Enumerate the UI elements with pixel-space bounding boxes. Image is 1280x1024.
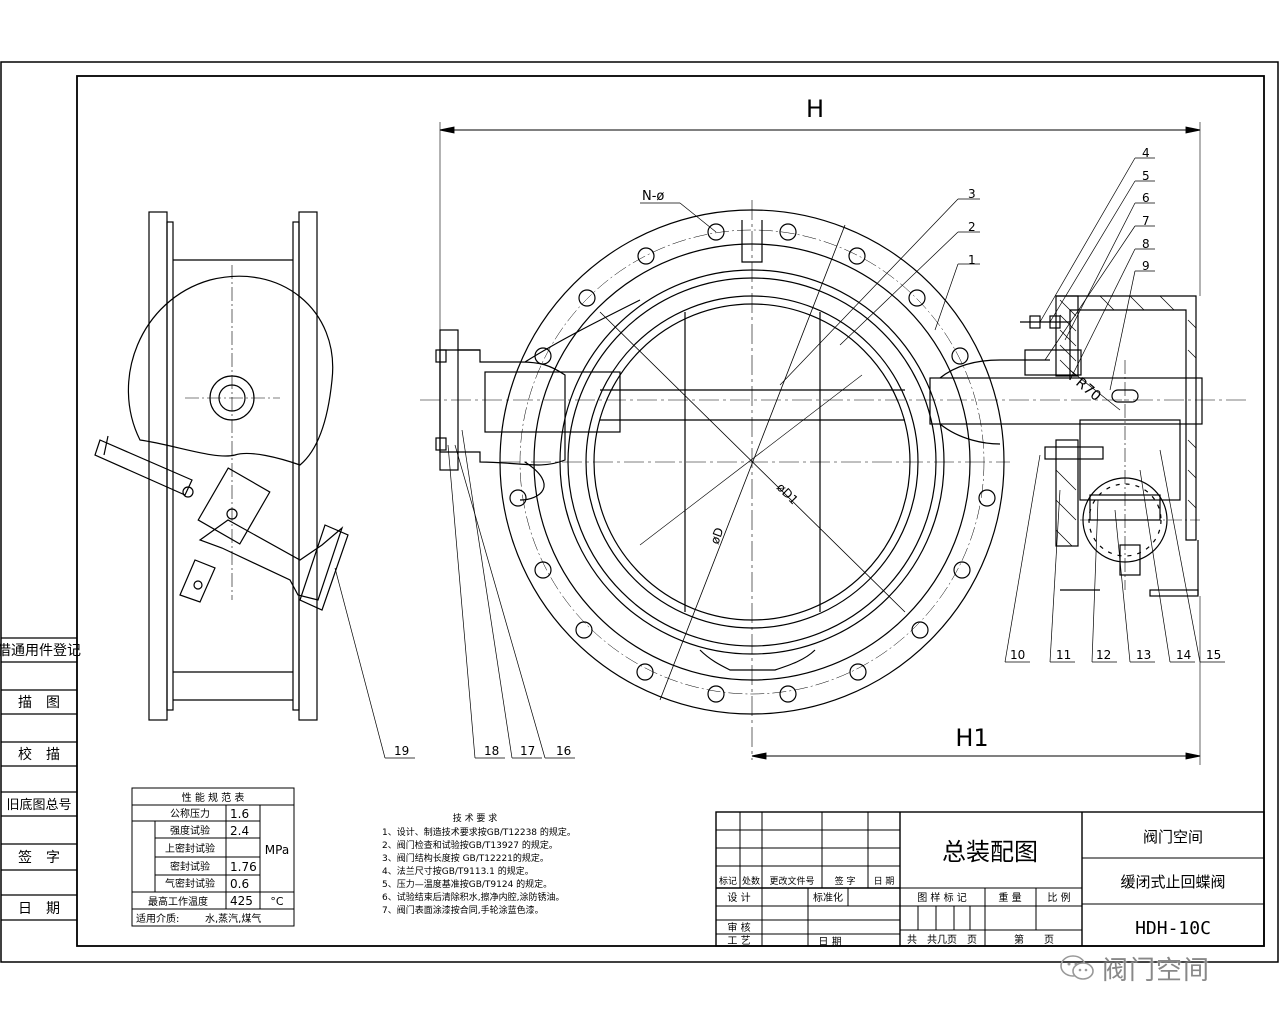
part-number-12: 12 <box>1096 648 1111 662</box>
company-name: 阀门空间 <box>1143 828 1203 846</box>
label-signature: 签 字 <box>18 849 60 866</box>
tech-req-item: 3、阀门结构长度按 GB/T12221的规定。 <box>382 852 549 864</box>
label-trace-check: 校 描 <box>18 746 60 763</box>
label-review: 审 核 <box>727 921 750 934</box>
rev-header-doc: 更改文件号 <box>769 875 814 887</box>
watermark-text: 阀门空间 <box>1102 955 1211 986</box>
perf-row-name: 强度试验 <box>170 824 210 837</box>
model-number: HDH-10C <box>1135 918 1211 939</box>
perf-temp-unit: °C <box>270 895 284 908</box>
bolt-holes <box>509 223 996 703</box>
perf-medium-value: 水,蒸汽,煤气 <box>205 912 261 925</box>
wechat-icon <box>1060 955 1094 980</box>
part-number-15: 15 <box>1206 648 1221 662</box>
label-borrowed-parts: 借通用件登记 <box>0 643 81 659</box>
part-number-6: 6 <box>1142 191 1150 205</box>
outer-border <box>0 61 1279 963</box>
perf-row-value: 1.6 <box>230 807 249 821</box>
part-number-7: 7 <box>1142 214 1150 228</box>
perf-row-name: 公称压力 <box>170 807 210 820</box>
side-view <box>94 211 349 721</box>
perf-row-value: 2.4 <box>230 824 249 838</box>
part-number-1: 1 <box>968 253 976 267</box>
perf-row-name: 密封试验 <box>170 860 210 873</box>
rev-header-mark: 标记 <box>719 875 737 887</box>
tech-req-item: 5、压力—温度基准按GB/T9124 的规定。 <box>382 878 552 890</box>
label-sheet-no: 第 页 <box>1014 933 1054 946</box>
label-standardize: 标准化 <box>813 891 843 904</box>
perf-temp-value: 425 <box>230 894 253 908</box>
part-number-13: 13 <box>1136 648 1151 662</box>
label-old-drawing-no: 旧底图总号 <box>6 797 71 813</box>
dim-hole-spec: N-ø <box>642 189 664 204</box>
label-date: 日 期 <box>18 901 60 917</box>
label-process: 工 艺 <box>727 935 750 947</box>
perf-unit: MPa <box>265 843 289 857</box>
perf-table-title: 性 能 规 范 表 <box>182 791 245 804</box>
tech-req-item: 7、阀门表面涂漆按合同,手轮涂蓝色漆。 <box>382 904 544 916</box>
front-view <box>420 200 1250 760</box>
dimensions <box>439 122 1201 765</box>
part-number-labels: 1 2 3 4 5 6 7 8 9 10 11 12 13 14 15 16 1… <box>394 146 1221 758</box>
part-number-16: 16 <box>556 744 571 758</box>
part-number-17: 17 <box>520 744 535 758</box>
label-date-tb: 日 期 <box>818 936 841 948</box>
dim-dia-outer: øD <box>708 526 727 546</box>
part-number-8: 8 <box>1142 237 1150 251</box>
label-design: 设 计 <box>727 891 750 904</box>
perf-row-value: 0.6 <box>230 877 249 891</box>
part-number-11: 11 <box>1056 648 1071 662</box>
rev-header-date: 日 期 <box>874 876 895 887</box>
label-scale: 比 例 <box>1047 891 1070 904</box>
dim-h-label: H <box>806 95 824 123</box>
tech-requirements: 技 术 要 求 1、设计、制造技术要求按GB/T12238 的规定。 2、阀门检… <box>382 812 576 916</box>
rev-header-count: 处数 <box>742 875 760 887</box>
part-number-14: 14 <box>1176 648 1191 662</box>
part-number-19: 19 <box>394 744 409 758</box>
tech-req-item: 6、试验结束后清除积水,擦净内腔,涂防锈油。 <box>382 891 564 903</box>
perf-medium-label: 适用介质: <box>136 913 179 925</box>
dim-h1-label: H1 <box>955 724 988 752</box>
dim-dia-inner: øD1 <box>774 480 801 507</box>
actuator-section <box>1020 295 1200 597</box>
part-number-5: 5 <box>1142 169 1150 183</box>
left-column <box>1 637 77 921</box>
tech-req-item: 2、阀门检查和试验按GB/T13927 的规定。 <box>382 839 558 851</box>
perf-row-name: 气密封试验 <box>165 877 215 890</box>
tech-req-title: 技 术 要 求 <box>453 812 498 824</box>
tech-req-item: 4、法兰尺寸按GB/T9113.1 的规定。 <box>382 865 534 877</box>
leader-lines <box>334 157 1225 759</box>
part-number-4: 4 <box>1142 146 1150 160</box>
title-block: 总装配图 阀门空间 缓闭式止回蝶阀 HDH-10C 标记 处数 更改文件号 签 … <box>719 828 1226 948</box>
part-number-2: 2 <box>968 220 976 234</box>
performance-table: 性 能 规 范 表 公称压力 1.6 强度试验 2.4 上密封试验 密封试验 1… <box>136 791 289 925</box>
inner-border <box>76 75 1265 947</box>
label-tracing: 描 图 <box>18 695 60 711</box>
perf-row-name: 上密封试验 <box>165 842 215 855</box>
part-number-18: 18 <box>484 744 499 758</box>
part-number-3: 3 <box>968 187 976 201</box>
perf-row-value: 1.76 <box>230 860 257 874</box>
product-name: 缓闭式止回蝶阀 <box>1120 873 1225 891</box>
drawing-title: 总装配图 <box>942 838 1038 866</box>
label-stage-mark: 图 样 标 记 <box>917 891 967 904</box>
left-column-labels: 借通用件登记 描 图 校 描 旧底图总号 签 字 日 期 <box>0 643 81 917</box>
perf-temp-label: 最高工作温度 <box>148 895 208 908</box>
part-number-10: 10 <box>1010 648 1025 662</box>
performance-table-grid <box>131 787 295 927</box>
part-number-9: 9 <box>1142 259 1150 273</box>
label-weight: 重 量 <box>998 891 1021 904</box>
rev-header-sign: 签 字 <box>835 875 856 887</box>
tech-req-item: 1、设计、制造技术要求按GB/T12238 的规定。 <box>382 826 576 838</box>
label-sheets-total: 共 共几页 页 <box>907 934 977 946</box>
title-block-grid <box>715 811 1265 947</box>
watermark: 阀门空间 <box>1060 948 1270 988</box>
